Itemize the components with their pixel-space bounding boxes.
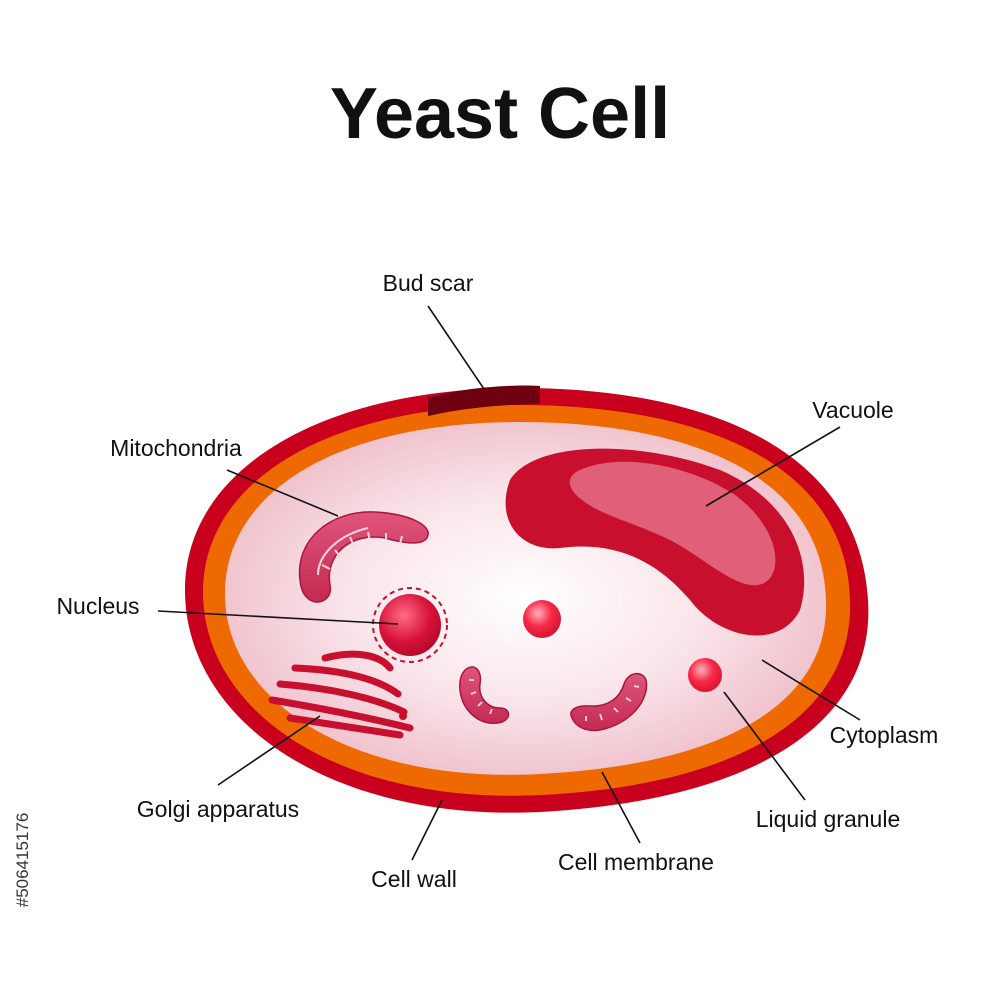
leader-liquid-granule — [723, 691, 806, 801]
label-vacuole: Vacuole — [812, 397, 893, 423]
leader-golgi — [217, 715, 321, 786]
leader-cell-wall — [411, 799, 443, 861]
granule-center — [523, 600, 561, 638]
leader-vacuole — [705, 426, 841, 507]
bud-scar — [428, 385, 540, 416]
label-cell-membrane: Cell membrane — [558, 849, 714, 875]
golgi-apparatus — [268, 650, 414, 739]
vacuole-inner — [569, 461, 776, 586]
leader-lines — [157, 305, 861, 861]
nucleus — [372, 587, 448, 663]
mitochondrion-small-right — [570, 672, 648, 732]
label-liquid-granule: Liquid granule — [756, 806, 901, 832]
leader-cytoplasm — [761, 659, 861, 721]
leader-bud-scar — [427, 305, 485, 390]
label-nucleus: Nucleus — [56, 593, 139, 619]
leader-nucleus — [157, 610, 399, 625]
leader-mitochondria — [226, 469, 339, 517]
leader-cell-membrane — [601, 771, 641, 844]
label-bud-scar: Bud scar — [383, 270, 474, 296]
stock-id: #506415176 — [13, 813, 32, 908]
label-cell-wall: Cell wall — [371, 866, 457, 892]
vacuole — [505, 448, 805, 636]
mitochondrion-small-left — [459, 666, 510, 724]
label-cytoplasm: Cytoplasm — [830, 722, 939, 748]
label-mitochondria: Mitochondria — [110, 435, 242, 461]
mitochondrion-large — [298, 511, 429, 603]
diagram-title: Yeast Cell — [330, 74, 670, 154]
labels: Bud scar Vacuole Mitochondria Nucleus Cy… — [56, 270, 938, 892]
label-golgi-apparatus: Golgi apparatus — [137, 796, 299, 822]
liquid-granule — [688, 658, 722, 692]
